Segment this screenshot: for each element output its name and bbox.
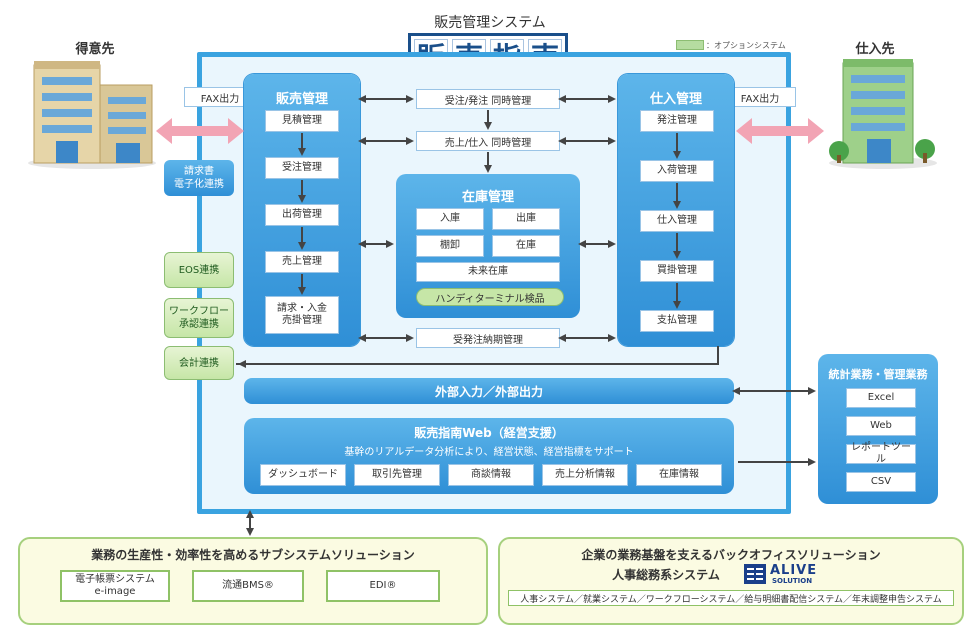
purchase-item-order: 発注管理 <box>640 110 714 132</box>
workflow-approval-link-label: ワークフロー 承認連携 <box>169 306 229 330</box>
accounting-link: 会計連携 <box>164 346 234 380</box>
option-legend-text: ：オプションシステム <box>706 41 786 50</box>
inventory-cell-stock: 在庫 <box>492 235 560 257</box>
supplier-building-icon <box>825 55 940 170</box>
stats-item-csv: CSV <box>846 472 916 492</box>
web-item-dashboard: ダッシュボード <box>260 464 346 486</box>
subsystem-item-edi: EDI® <box>326 570 440 602</box>
supplier-title: 仕入先 <box>855 42 895 57</box>
hr-systems-list: 人事システム／就業システム／ワークフローシステム／給与明細書配信システム／年末調… <box>508 590 954 606</box>
customer-building-icon <box>24 55 159 170</box>
stats-item-report-tool: レポートツール <box>846 442 916 465</box>
inventory-cell-stocktake: 棚卸 <box>416 235 484 257</box>
sales-item-billing-label: 請求・入金 売掛管理 <box>277 302 327 327</box>
inventory-future-stock: 未来在庫 <box>416 262 560 282</box>
subsystem-item-e-image: 電子帳票システム e-image <box>60 570 170 602</box>
back-office-solution-title: 企業の業務基盤を支えるバックオフィスソリューション <box>581 548 881 562</box>
alive-solution-logo: ALIVE SOLUTION <box>744 563 854 585</box>
handy-terminal-inspection: ハンディターミナル検品 <box>416 288 564 306</box>
invoice-digital-link: 請求書 電子化連携 <box>164 160 234 196</box>
invoice-digital-link-label: 請求書 電子化連携 <box>174 166 224 190</box>
purchase-item-purchase: 仕入管理 <box>640 210 714 232</box>
sales-item-sales: 売上管理 <box>265 251 339 273</box>
sales-item-billing: 請求・入金 売掛管理 <box>265 296 339 334</box>
stats-item-excel: Excel <box>846 388 916 408</box>
purchase-management-title: 仕入管理 <box>649 92 702 107</box>
delivery-date-box: 受発注納期管理 <box>416 328 560 348</box>
web-item-client: 取引先管理 <box>354 464 440 486</box>
workflow-approval-link: ワークフロー 承認連携 <box>164 298 234 338</box>
accounting-link-label: 会計連携 <box>179 357 219 369</box>
customer-title: 得意先 <box>75 42 115 57</box>
alive-logo-text: ALIVE <box>770 563 818 578</box>
sales-item-estimate: 見積管理 <box>265 110 339 132</box>
subsystem-item-bms: 流通BMS® <box>192 570 304 602</box>
subsystem-solution-title: 業務の生産性・効率性を高めるサブシステムソリューション <box>91 548 415 562</box>
inventory-title: 在庫管理 <box>461 190 514 205</box>
purchase-item-payment: 支払管理 <box>640 310 714 332</box>
subsystem-item-e-image-label: 電子帳票システム e-image <box>75 573 155 598</box>
web-subtitle: 基幹のリアルデータ分析により、経営状態、経営指標をサポート <box>344 447 634 458</box>
back-office-solution-panel <box>498 537 964 625</box>
sales-management-title: 販売管理 <box>275 92 328 107</box>
eos-link: EOS連携 <box>164 252 234 288</box>
hr-system-subtitle: 人事総務系システム <box>612 568 720 582</box>
web-item-sales-analysis: 売上分析情報 <box>542 464 628 486</box>
sales-item-shipping: 出荷管理 <box>265 204 339 226</box>
eos-link-label: EOS連携 <box>178 264 220 276</box>
stats-title: 統計業務・管理業務 <box>828 368 928 381</box>
stats-item-web: Web <box>846 416 916 436</box>
external-io-bar: 外部入力／外部出力 <box>244 378 734 404</box>
web-title: 販売指南Web（経営支援） <box>414 426 564 440</box>
option-legend-swatch <box>676 40 704 50</box>
purchase-item-receiving: 入荷管理 <box>640 160 714 182</box>
sales-item-order: 受注管理 <box>265 157 339 179</box>
inventory-cell-issue: 出庫 <box>492 208 560 230</box>
web-item-negotiation: 商談情報 <box>448 464 534 486</box>
web-item-inventory: 在庫情報 <box>636 464 722 486</box>
alive-logo-subtext: SOLUTION <box>772 577 813 585</box>
system-label: 販売管理システム <box>434 15 546 31</box>
purchase-item-payable: 買掛管理 <box>640 260 714 282</box>
inventory-cell-receipt: 入庫 <box>416 208 484 230</box>
